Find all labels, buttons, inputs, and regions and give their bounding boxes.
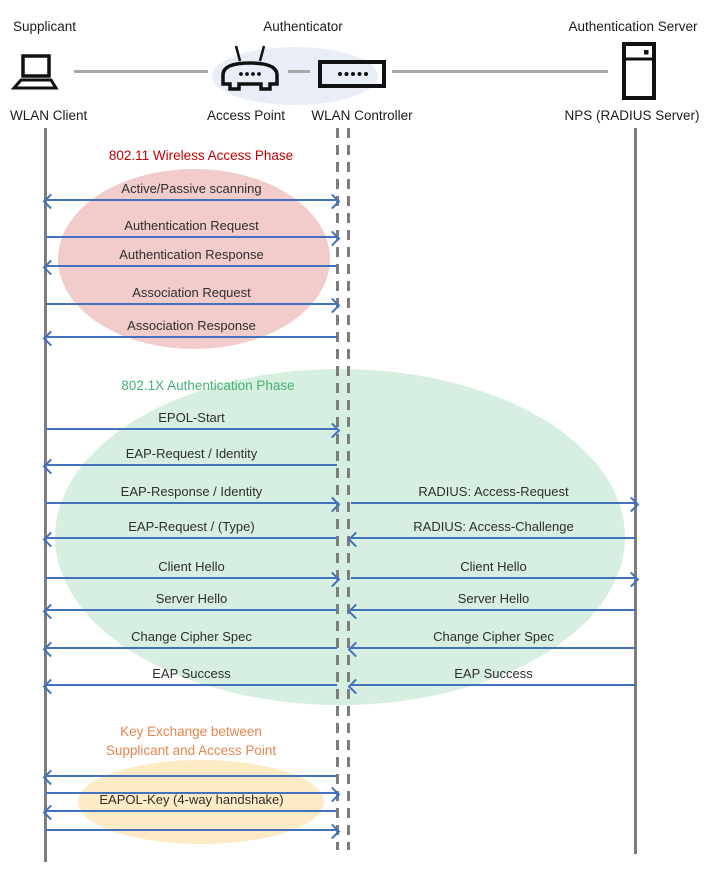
lifeline-wlan-controller-dashed-left — [336, 128, 339, 850]
message-label: EPOL-Start — [158, 410, 225, 425]
message-arrow: Change Cipher Spec — [347, 629, 636, 657]
lifeline-wlan-client — [44, 128, 47, 862]
message-label: RADIUS: Access-Challenge — [413, 519, 574, 534]
message-arrow: Active/Passive scanning — [42, 181, 341, 209]
message-label: EAP-Request / (Type) — [128, 519, 255, 534]
message-arrow: RADIUS: Access-Request — [351, 484, 640, 512]
message-arrow — [42, 769, 337, 785]
message-arrow: EAP-Response / Identity — [46, 484, 341, 512]
wlan-controller-icon — [318, 60, 386, 88]
message-label: RADIUS: Access-Request — [418, 484, 569, 499]
message-label: EAP Success — [454, 666, 533, 681]
connector-ap-controller — [288, 70, 310, 73]
message-arrow: Authentication Request — [46, 218, 341, 246]
message-label: Active/Passive scanning — [121, 181, 262, 196]
message-label: EAPOL-Key (4-way handshake) — [99, 792, 284, 807]
message-label: Server Hello — [457, 591, 530, 606]
message-arrow: EPOL-Start — [46, 410, 341, 438]
connector-controller-server — [392, 70, 608, 73]
message-label: EAP-Request / Identity — [125, 446, 258, 461]
message-arrow: Server Hello — [347, 591, 636, 619]
message-arrow: Association Response — [42, 318, 337, 346]
message-arrow: EAPOL-Key (4-way handshake) — [42, 792, 337, 820]
lifeline-wlan-controller-dashed-right — [347, 128, 350, 850]
message-label: Association Response — [127, 318, 256, 333]
device-label-wlan-client: WLAN Client — [10, 108, 88, 123]
message-label: Client Hello — [158, 559, 225, 574]
message-arrow — [46, 823, 341, 839]
device-label-nps-radius-server: NPS (RADIUS Server) — [564, 108, 700, 123]
actor-role-authenticator: Authenticator — [263, 19, 343, 34]
message-label: Authentication Request — [124, 218, 259, 233]
message-arrow: Server Hello — [42, 591, 337, 619]
message-arrow: Association Request — [46, 285, 341, 313]
message-label: Change Cipher Spec — [433, 629, 554, 644]
message-label: Client Hello — [460, 559, 527, 574]
message-label: Server Hello — [155, 591, 228, 606]
message-label: EAP Success — [152, 666, 231, 681]
message-label: Association Request — [132, 285, 251, 300]
message-arrow: Client Hello — [351, 559, 640, 587]
laptop-icon — [10, 53, 60, 97]
message-arrow: Authentication Response — [42, 247, 337, 275]
phase-title-key-exchange-line2: Supplicant and Access Point — [105, 742, 277, 758]
message-arrow: EAP Success — [347, 666, 636, 694]
message-arrow: Change Cipher Spec — [42, 629, 337, 657]
message-arrow: RADIUS: Access-Challenge — [347, 519, 636, 547]
phase-title-80211-wireless-access: 802.11 Wireless Access Phase — [108, 148, 294, 163]
phase-title-key-exchange-line1: Key Exchange between — [120, 724, 262, 739]
actor-role-authentication-server: Authentication Server — [568, 19, 698, 34]
server-icon — [621, 42, 657, 100]
message-label: Change Cipher Spec — [131, 629, 252, 644]
phase-title-key-exchange: Key Exchange between Supplicant and Acce… — [60, 723, 322, 760]
device-label-wlan-controller: WLAN Controller — [311, 108, 413, 123]
access-point-icon — [215, 44, 285, 94]
message-arrow — [46, 786, 341, 802]
message-arrow: EAP-Request / (Type) — [42, 519, 337, 547]
message-label: EAP-Response / Identity — [120, 484, 263, 499]
message-arrow: Client Hello — [46, 559, 341, 587]
connector-client-ap — [74, 70, 208, 73]
lifeline-nps-server — [634, 128, 637, 854]
message-arrow: EAP Success — [42, 666, 337, 694]
device-label-access-point: Access Point — [206, 108, 286, 123]
message-arrow: EAP-Request / Identity — [42, 446, 337, 474]
phase-title-8021x-authentication: 802.1X Authentication Phase — [121, 378, 295, 393]
actor-role-supplicant: Supplicant — [13, 19, 77, 34]
message-label: Authentication Response — [119, 247, 264, 262]
